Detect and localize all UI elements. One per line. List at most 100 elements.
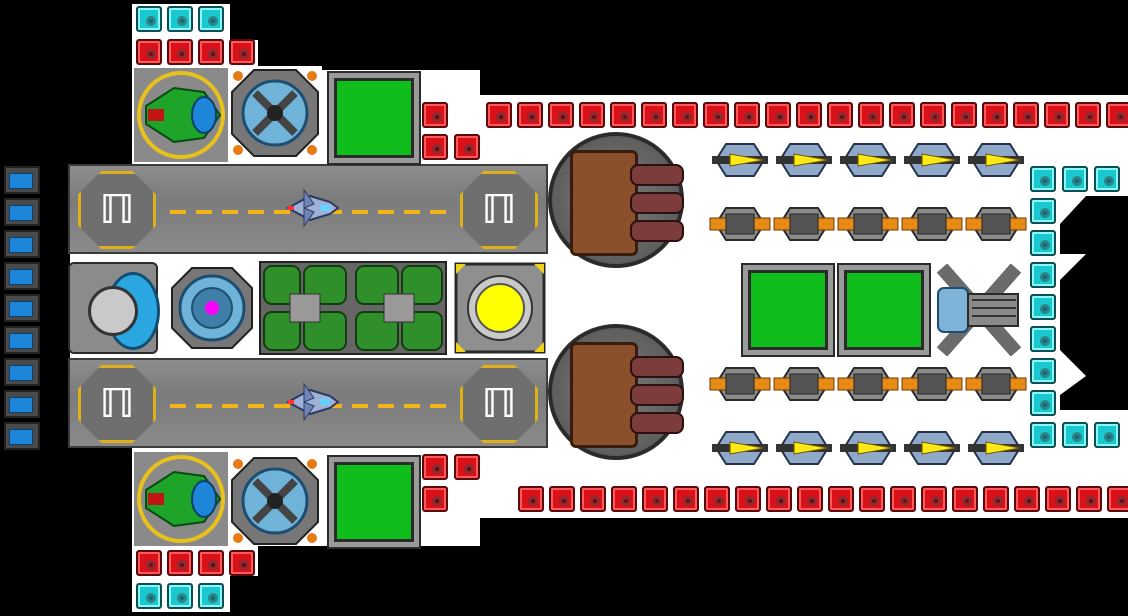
engine-bottom[interactable] [134, 452, 228, 546]
armor-tile[interactable] [548, 102, 574, 128]
autocannon[interactable] [900, 364, 964, 404]
armor-tile[interactable] [422, 134, 448, 160]
shield-tile[interactable] [1062, 166, 1088, 192]
armor-tile[interactable] [983, 486, 1009, 512]
rocket-launcher[interactable] [772, 428, 836, 468]
sensor-module[interactable] [170, 266, 254, 350]
armor-tile[interactable] [1014, 486, 1040, 512]
shield-tile[interactable] [167, 583, 193, 609]
armor-tile[interactable] [1106, 102, 1128, 128]
armor-tile[interactable] [797, 486, 823, 512]
thruster[interactable] [4, 326, 40, 354]
shield-tile[interactable] [136, 6, 162, 32]
armor-tile[interactable] [198, 39, 224, 65]
autocannon[interactable] [708, 204, 772, 244]
shield-tile[interactable] [136, 583, 162, 609]
storage-box[interactable] [748, 270, 828, 350]
armor-tile[interactable] [422, 102, 448, 128]
rocket-launcher[interactable] [708, 140, 772, 180]
shield-tile[interactable] [167, 6, 193, 32]
fighter-icon[interactable] [280, 380, 340, 424]
armor-tile[interactable] [1013, 102, 1039, 128]
railgun-turret-top[interactable] [548, 132, 684, 268]
armor-tile[interactable] [672, 102, 698, 128]
shield-tile[interactable] [1030, 262, 1056, 288]
engine-top[interactable] [134, 68, 228, 162]
autocannon[interactable] [708, 364, 772, 404]
rocket-launcher[interactable] [964, 140, 1028, 180]
armor-tile[interactable] [859, 486, 885, 512]
armor-tile[interactable] [1044, 102, 1070, 128]
armor-tile[interactable] [920, 102, 946, 128]
armor-tile[interactable] [580, 486, 606, 512]
armor-tile[interactable] [673, 486, 699, 512]
fuel-tanks[interactable] [258, 260, 448, 356]
storage-box[interactable] [334, 462, 414, 542]
shield-tile[interactable] [198, 583, 224, 609]
thruster[interactable] [4, 230, 40, 258]
shield-tile[interactable] [1030, 198, 1056, 224]
armor-tile[interactable] [890, 486, 916, 512]
thruster[interactable] [4, 262, 40, 290]
armor-tile[interactable] [198, 550, 224, 576]
armor-tile[interactable] [765, 102, 791, 128]
gyroscope-bottom[interactable] [230, 456, 320, 546]
armor-tile[interactable] [827, 102, 853, 128]
armor-tile[interactable] [828, 486, 854, 512]
autocannon[interactable] [964, 364, 1028, 404]
thruster[interactable] [4, 198, 40, 226]
shield-tile[interactable] [1030, 326, 1056, 352]
thruster[interactable] [4, 358, 40, 386]
armor-tile[interactable] [229, 39, 255, 65]
fighter-icon[interactable] [280, 186, 340, 230]
armor-tile[interactable] [422, 454, 448, 480]
armor-tile[interactable] [951, 102, 977, 128]
armor-tile[interactable] [422, 486, 448, 512]
armor-tile[interactable] [517, 102, 543, 128]
armor-tile[interactable] [641, 102, 667, 128]
thruster[interactable] [4, 294, 40, 322]
armor-tile[interactable] [454, 134, 480, 160]
armor-tile[interactable] [766, 486, 792, 512]
armor-tile[interactable] [136, 550, 162, 576]
rocket-launcher[interactable] [900, 140, 964, 180]
hangar-top[interactable]: ℿ ℿ [68, 164, 548, 254]
armor-tile[interactable] [136, 39, 162, 65]
armor-tile[interactable] [704, 486, 730, 512]
autocannon[interactable] [964, 204, 1028, 244]
rocket-launcher[interactable] [836, 428, 900, 468]
storage-box[interactable] [844, 270, 924, 350]
gyroscope-top[interactable] [230, 68, 320, 158]
armor-tile[interactable] [734, 102, 760, 128]
cockpit-module[interactable] [68, 262, 160, 354]
armor-tile[interactable] [1045, 486, 1071, 512]
shield-tile[interactable] [1094, 422, 1120, 448]
thruster[interactable] [4, 422, 40, 450]
shield-tile[interactable] [1030, 358, 1056, 384]
rocket-launcher[interactable] [772, 140, 836, 180]
shield-tile[interactable] [1030, 422, 1056, 448]
armor-tile[interactable] [1075, 102, 1101, 128]
armor-tile[interactable] [858, 102, 884, 128]
armor-tile[interactable] [454, 454, 480, 480]
shield-tile[interactable] [1030, 390, 1056, 416]
armor-tile[interactable] [642, 486, 668, 512]
thruster[interactable] [4, 166, 40, 194]
armor-tile[interactable] [549, 486, 575, 512]
autocannon[interactable] [836, 364, 900, 404]
armor-tile[interactable] [486, 102, 512, 128]
armor-tile[interactable] [982, 102, 1008, 128]
armor-tile[interactable] [1107, 486, 1128, 512]
rocket-launcher[interactable] [964, 428, 1028, 468]
autocannon[interactable] [772, 204, 836, 244]
heavy-cannon[interactable] [932, 264, 1026, 356]
shield-tile[interactable] [1030, 230, 1056, 256]
armor-tile[interactable] [952, 486, 978, 512]
armor-tile[interactable] [611, 486, 637, 512]
shield-tile[interactable] [1062, 422, 1088, 448]
armor-tile[interactable] [518, 486, 544, 512]
armor-tile[interactable] [167, 39, 193, 65]
shield-tile[interactable] [1030, 166, 1056, 192]
armor-tile[interactable] [735, 486, 761, 512]
